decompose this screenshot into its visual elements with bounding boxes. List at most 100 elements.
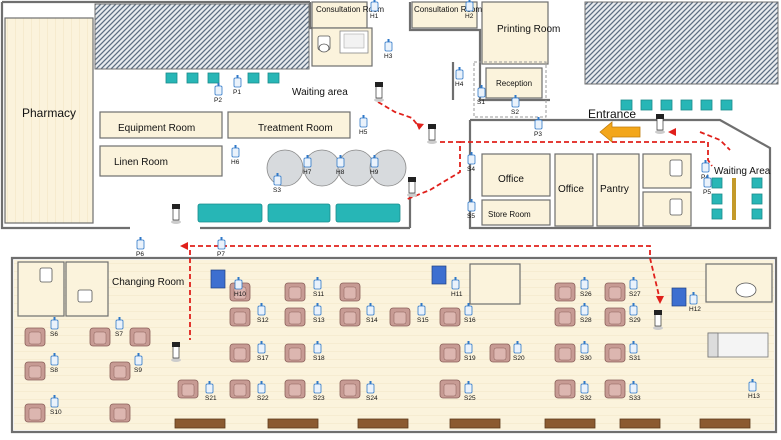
round-tables: [266, 149, 407, 187]
armchair-icon: [554, 307, 576, 327]
linen-room: Linen Room: [99, 145, 223, 177]
armchair-icon: [389, 307, 411, 327]
device-label: P7: [217, 251, 225, 258]
device-label: P5: [703, 189, 711, 196]
hand-sanitizer-icon: H13: [748, 379, 760, 400]
device-label: S31: [629, 355, 641, 362]
hand-sanitizer-icon: P7: [217, 237, 226, 258]
hand-sanitizer-icon: H1: [370, 0, 379, 20]
restricted-area-top: [94, 3, 310, 70]
device-label: S24: [366, 395, 378, 402]
hand-sanitizer-icon: P4: [701, 160, 710, 181]
hand-sanitizer-icon: P1: [233, 75, 242, 96]
armchair-icon: [177, 379, 199, 399]
hand-sanitizer-icon: S26: [580, 277, 592, 298]
pharmacy-room: Pharmacy: [4, 17, 94, 224]
device-label: S14: [366, 317, 378, 324]
hand-sanitizer-icon: H6: [231, 145, 240, 166]
entrance-label: Entrance: [588, 107, 636, 121]
path-arrowheads: [180, 123, 676, 304]
hand-sanitizer-icon: P5: [703, 175, 712, 196]
device-label: H8: [336, 169, 345, 176]
waiting-seats-top: [165, 72, 733, 111]
device-label: S1: [477, 99, 485, 106]
hand-sanitizer-icon: H9: [370, 155, 379, 176]
office-1-label: Office: [498, 174, 524, 185]
device-label: H13: [748, 393, 760, 400]
device-label: S25: [464, 395, 476, 402]
armchair-icon: [604, 307, 626, 327]
armchair-icon: [284, 307, 306, 327]
pharmacy-label: Pharmacy: [22, 106, 76, 120]
armchair-icon: [339, 379, 361, 399]
device-label: S13: [313, 317, 325, 324]
robot-icon: [171, 342, 181, 362]
hand-sanitizer-icon: S32: [580, 381, 592, 402]
device-label: S19: [464, 355, 476, 362]
hand-sanitizer-icon: H3: [384, 39, 393, 60]
armchair-icon: [284, 379, 306, 399]
device-label: H5: [359, 129, 368, 136]
restricted-area-right: [584, 1, 779, 85]
linen-room-label: Linen Room: [114, 157, 168, 168]
waiting-area-right: Waiting Area: [711, 166, 771, 220]
device-label: P2: [214, 97, 222, 104]
device-label: S23: [313, 395, 325, 402]
device-label: S18: [313, 355, 325, 362]
office-block: Office Store Room Office Pantry: [481, 153, 692, 227]
armchair-icon: [284, 343, 306, 363]
hand-sanitizer-icon: S8: [50, 353, 59, 374]
device-label: S3: [273, 187, 281, 194]
device-label: S27: [629, 291, 641, 298]
sink-icon: [339, 30, 369, 54]
device-label: S16: [464, 317, 476, 324]
robot-icon: [653, 310, 663, 330]
device-label: H2: [465, 13, 474, 20]
hand-sanitizer-icon: S17: [257, 341, 269, 362]
hand-sanitizer-icon: S25: [464, 381, 476, 402]
device-label: S8: [50, 367, 58, 374]
device-label: P3: [534, 131, 542, 138]
hand-sanitizer-icon: S33: [629, 381, 641, 402]
device-label: S32: [580, 395, 592, 402]
equipment-room: Equipment Room: [99, 111, 223, 139]
armchair-icon: [229, 282, 251, 302]
device-label: S12: [257, 317, 269, 324]
hand-sanitizer-icon: S31: [629, 341, 641, 362]
device-label: S7: [115, 331, 123, 338]
armchair-icon: [109, 361, 131, 381]
hand-sanitizer-icon: S15: [417, 303, 429, 324]
treatment-room: Treatment Room: [227, 111, 351, 139]
hand-sanitizer-icon: S30: [580, 341, 592, 362]
device-label: P6: [136, 251, 144, 258]
hand-sanitizer-icon: S14: [366, 303, 378, 324]
device-label: S28: [580, 317, 592, 324]
device-label: H3: [384, 53, 393, 60]
device-label: S17: [257, 355, 269, 362]
hand-sanitizer-icon: H4: [455, 67, 464, 88]
device-label: P1: [233, 89, 241, 96]
hand-sanitizer-icon: S18: [313, 341, 325, 362]
armchair-icon: [439, 343, 461, 363]
device-label: S10: [50, 409, 62, 416]
device-label: P4: [701, 174, 709, 181]
hand-sanitizer-icon: S20: [513, 341, 525, 362]
device-label: S9: [134, 367, 142, 374]
armchair-icon: [339, 282, 361, 302]
hand-sanitizer-icon: S27: [629, 277, 641, 298]
device-label: H10: [234, 291, 246, 298]
hand-sanitizer-icon: S24: [366, 381, 378, 402]
device-label: S4: [467, 166, 475, 173]
hand-sanitizer-icon: H5: [359, 115, 368, 136]
hand-sanitizer-icon: S21: [205, 381, 217, 402]
armchair-icon: [229, 379, 251, 399]
armchair-icon: [339, 307, 361, 327]
hand-sanitizer-icon: S6: [50, 317, 59, 338]
hand-sanitizer-icon: S12: [257, 303, 269, 324]
robot-icon: [407, 177, 417, 197]
device-label: S22: [257, 395, 269, 402]
hand-sanitizer-icon: S10: [50, 395, 62, 416]
